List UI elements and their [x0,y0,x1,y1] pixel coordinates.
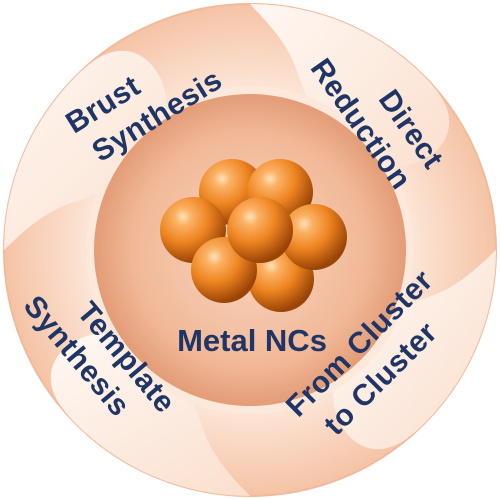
segment-swirl-left [4,50,167,251]
sphere-center [227,197,293,263]
center-label: Metal NCs [177,323,327,358]
segment-swirl-bottom [50,333,251,496]
segment-swirl-top-right [250,4,450,167]
nanocluster [160,159,347,312]
segment-swirl-right [333,250,496,450]
sphere-right [281,204,347,270]
segment-swirls [4,4,496,496]
